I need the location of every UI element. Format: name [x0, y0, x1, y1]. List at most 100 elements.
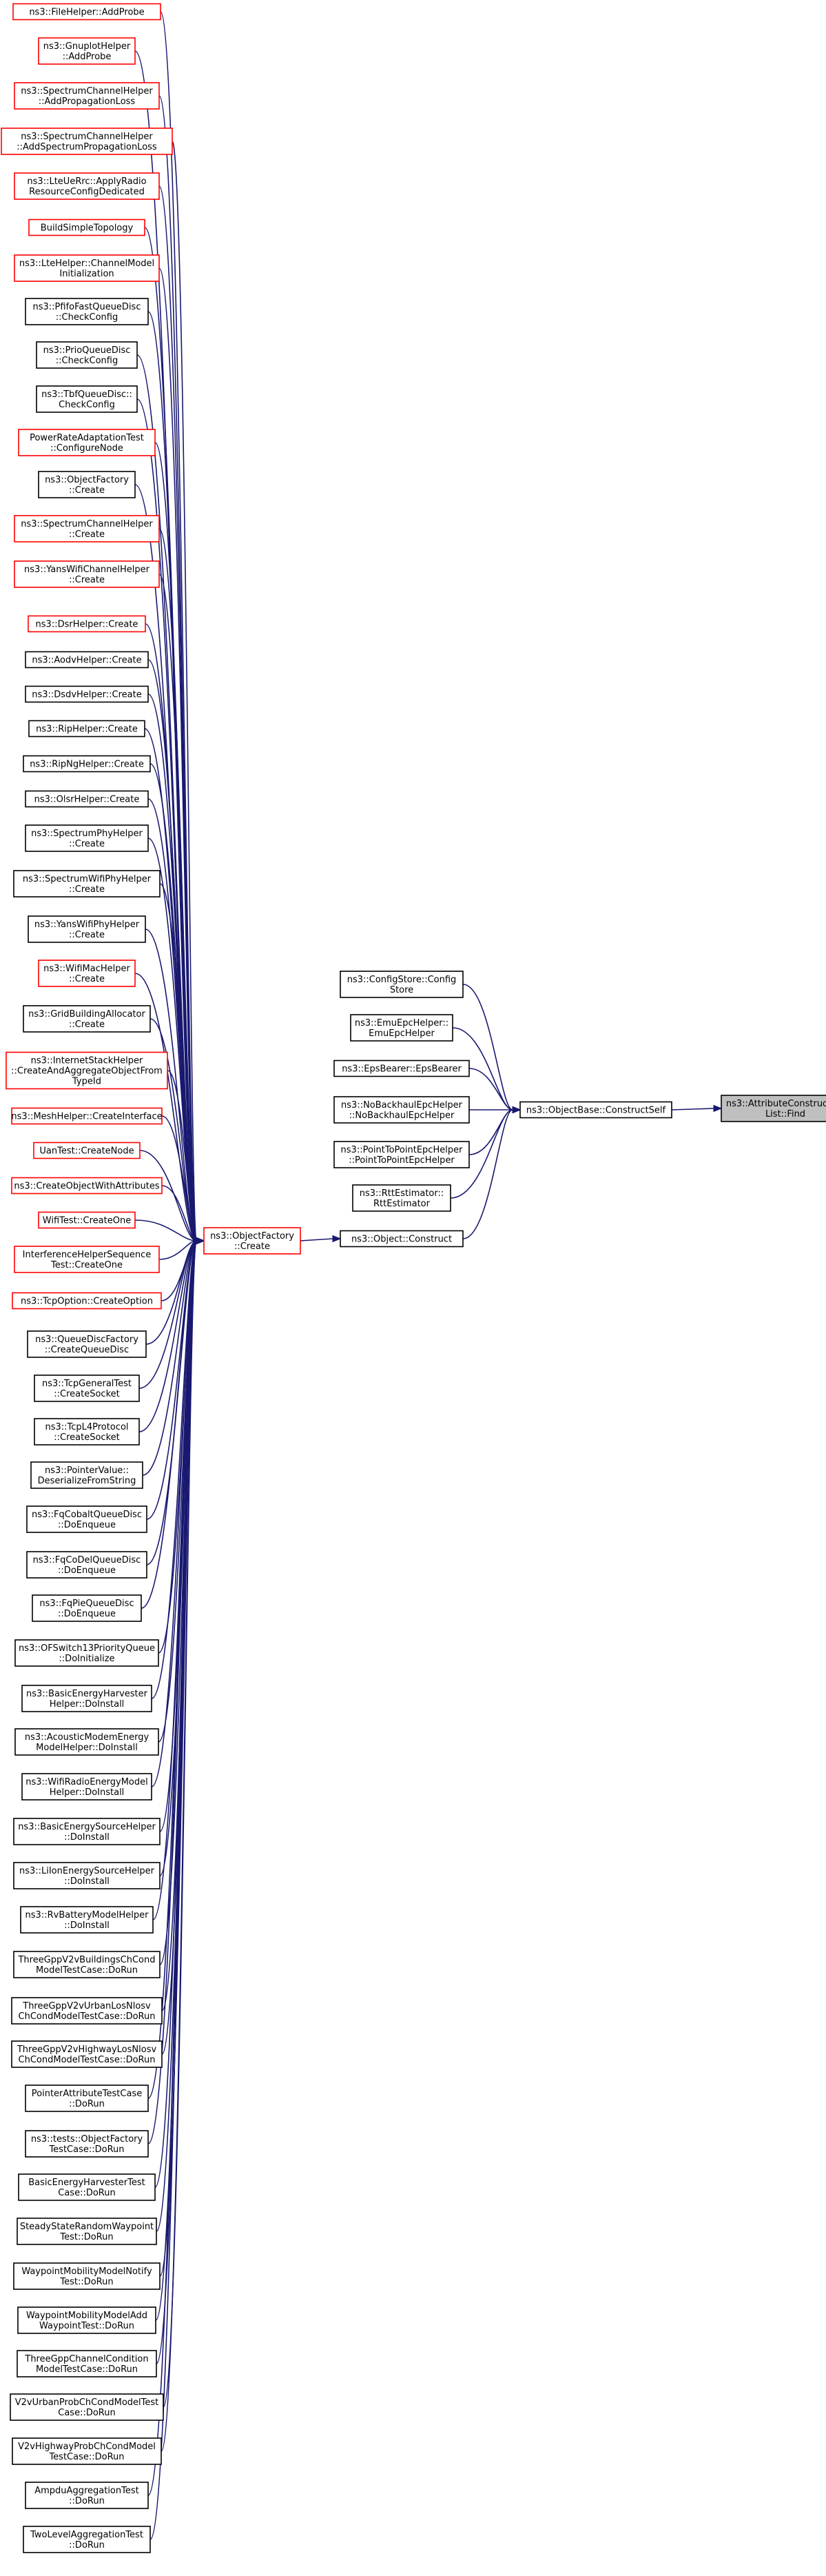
node-box	[17, 2350, 157, 2377]
graph-node-c01[interactable]: ns3::GnuplotHelper::AddProbe	[38, 37, 136, 65]
edge-line	[158, 267, 197, 1241]
node-label: ns3::ObjectFactory	[45, 475, 129, 485]
arrowhead	[196, 1237, 205, 1245]
graph-node-c09[interactable]: ns3::TbfQueueDisc::CheckConfig	[36, 385, 138, 413]
graph-node-c22[interactable]: ns3::YansWifiPhyHelper::Create	[28, 915, 146, 943]
graph-node-c04[interactable]: ns3::LteUeRrc::ApplyRadioResourceConfigD…	[14, 172, 160, 200]
graph-node-c33[interactable]: ns3::TcpGeneralTest::CreateSocket	[34, 1375, 140, 1402]
graph-node-c42[interactable]: ns3::WifiRadioEnergyModelHelper::DoInsta…	[21, 1773, 152, 1801]
node-label: ns3::PointerValue::	[45, 1466, 129, 1476]
node-box	[13, 1818, 161, 1845]
node-label: ns3::OFSwitch13PriorityQueue	[19, 1643, 155, 1654]
graph-node-c45[interactable]: ns3::RvBatteryModelHelper::DoInstall	[20, 1906, 154, 1934]
graph-node-c29[interactable]: WifiTest::CreateOne	[38, 1211, 136, 1229]
graph-node-c25[interactable]: ns3::InternetStackHelper::CreateAndAggre…	[6, 1051, 168, 1090]
graph-node-c30[interactable]: InterferenceHelperSequenceTest::CreateOn…	[14, 1246, 160, 1273]
node-label: BuildSimpleTopology	[41, 223, 134, 234]
node-label: SteadyStateRandomWaypoint	[20, 2222, 154, 2232]
graph-node-c13[interactable]: ns3::YansWifiChannelHelper::Create	[14, 560, 160, 588]
graph-node-p2pepc[interactable]: ns3::PointToPointEpcHelper::PointToPoint…	[333, 1141, 470, 1168]
graph-node-c37[interactable]: ns3::FqCoDelQueueDisc::DoEnqueue	[26, 1551, 147, 1579]
graph-node-c32[interactable]: ns3::QueueDiscFactory::CreateQueueDisc	[27, 1330, 147, 1358]
graph-node-c26[interactable]: ns3::MeshHelper::CreateInterface	[11, 1107, 163, 1125]
graph-node-nobackhaul[interactable]: ns3::NoBackhaulEpcHelper::NoBackhaulEpcH…	[333, 1096, 470, 1124]
graph-node-c36[interactable]: ns3::FqCobaltQueueDisc::DoEnqueue	[26, 1505, 147, 1533]
node-label: ns3::QueueDiscFactory	[35, 1335, 138, 1345]
graph-node-rttest[interactable]: ns3::RttEstimator::RttEstimator	[352, 1184, 451, 1212]
graph-node-c41[interactable]: ns3::AcousticModemEnergyModelHelper::DoI…	[14, 1728, 159, 1756]
graph-node-c59[interactable]: TwoLevelAggregationTest::DoRun	[23, 2526, 151, 2553]
node-label: TypeId	[72, 1077, 101, 1087]
graph-node-emuepc[interactable]: ns3::EmuEpcHelper::EmuEpcHelper	[350, 1014, 453, 1042]
graph-node-c39[interactable]: ns3::OFSwitch13PriorityQueue::DoInitiali…	[14, 1639, 159, 1667]
graph-node-c49[interactable]: PointerAttributeTestCase::DoRun	[25, 2085, 149, 2112]
node-label: ns3::RttEstimator::	[360, 1188, 444, 1199]
graph-node-ofcreate[interactable]: ns3::ObjectFactory::Create	[203, 1227, 301, 1255]
graph-node-c17[interactable]: ns3::RipHelper::Create	[28, 720, 145, 738]
graph-node-c54[interactable]: WaypointMobilityModelAddWaypointTest::Do…	[17, 2306, 156, 2334]
graph-node-c19[interactable]: ns3::OlsrHelper::Create	[25, 790, 149, 808]
node-box	[350, 1014, 453, 1042]
graph-node-epsbearer[interactable]: ns3::EpsBearer::EpsBearer	[333, 1059, 470, 1077]
node-label: ::DoRun	[69, 2496, 105, 2506]
graph-node-c35[interactable]: ns3::PointerValue::DeserializeFromString	[30, 1461, 143, 1489]
node-label: ::DoRun	[69, 2540, 105, 2550]
edge-line	[147, 1240, 197, 2144]
node-box	[13, 1862, 161, 1889]
graph-node-c20[interactable]: ns3::SpectrumPhyHelper::Create	[25, 824, 149, 852]
graph-node-c07[interactable]: ns3::PfifoFastQueueDisc::CheckConfig	[25, 298, 149, 325]
edge-line	[161, 1185, 197, 1241]
node-label: ::Create	[69, 839, 105, 849]
edge-line	[161, 1115, 197, 1241]
graph-node-c02[interactable]: ns3::SpectrumChannelHelper::AddPropagati…	[14, 82, 160, 110]
graph-node-c44[interactable]: ns3::LiIonEnergySourceHelper::DoInstall	[13, 1862, 161, 1889]
graph-node-find[interactable]: ns3::AttributeConstructionList::Find	[721, 1095, 826, 1122]
graph-node-c55[interactable]: ThreeGppChannelConditionModelTestCase::D…	[17, 2350, 157, 2377]
graph-node-c16[interactable]: ns3::DsdvHelper::Create	[25, 685, 149, 703]
graph-node-c15[interactable]: ns3::AodvHelper::Create	[25, 651, 149, 669]
graph-node-c40[interactable]: ns3::BasicEnergyHarvesterHelper::DoInsta…	[21, 1685, 152, 1712]
node-label: AmpduAggregationTest	[34, 2486, 138, 2496]
graph-node-c23[interactable]: ns3::WifiMacHelper::Create	[38, 960, 136, 987]
graph-node-c28[interactable]: ns3::CreateObjectWithAttributes	[11, 1177, 163, 1195]
graph-node-c38[interactable]: ns3::FqPieQueueDisc::DoEnqueue	[32, 1594, 142, 1622]
node-box	[519, 1101, 672, 1119]
edge-c36-to-ofcreate	[146, 1237, 205, 1520]
graph-node-c48[interactable]: ThreeGppV2vHighwayLosNlosvChCondModelTes…	[11, 2040, 163, 2068]
graph-node-configstore[interactable]: ns3::ConfigStore::ConfigStore	[340, 971, 464, 998]
graph-node-c06[interactable]: ns3::LteHelper::ChannelModelInitializati…	[14, 254, 160, 282]
graph-node-c24[interactable]: ns3::GridBuildingAllocator::Create	[23, 1005, 151, 1033]
graph-node-c31[interactable]: ns3::TcpOption::CreateOption	[12, 1292, 162, 1310]
graph-node-c05[interactable]: BuildSimpleTopology	[28, 219, 145, 236]
node-label: ns3::LiIonEnergySourceHelper	[19, 1866, 155, 1876]
graph-node-c00[interactable]: ns3::FileHelper::AddProbe	[12, 3, 161, 21]
node-label: ::DoEnqueue	[58, 1609, 116, 1619]
graph-node-c12[interactable]: ns3::SpectrumChannelHelper::Create	[14, 515, 160, 542]
graph-node-c58[interactable]: AmpduAggregationTest::DoRun	[25, 2482, 149, 2509]
graph-node-c03[interactable]: ns3::SpectrumChannelHelper::AddSpectrumP…	[1, 128, 173, 155]
graph-node-c08[interactable]: ns3::PrioQueueDisc::CheckConfig	[36, 341, 138, 369]
node-label: ns3::TbfQueueDisc::	[41, 389, 132, 400]
node-box	[30, 1461, 143, 1489]
graph-node-c27[interactable]: UanTest::CreateNode	[33, 1142, 141, 1159]
graph-node-c47[interactable]: ThreeGppV2vUrbanLosNlosvChCondModelTestC…	[11, 1997, 163, 2025]
graph-node-c21[interactable]: ns3::SpectrumWifiPhyHelper::Create	[13, 870, 161, 897]
graph-node-c43[interactable]: ns3::BasicEnergySourceHelper::DoInstall	[13, 1818, 161, 1845]
graph-node-c11[interactable]: ns3::ObjectFactory::Create	[38, 471, 136, 498]
graph-node-c14[interactable]: ns3::DsrHelper::Create	[28, 615, 146, 633]
edge-line	[134, 1219, 197, 1241]
graph-node-c10[interactable]: PowerRateAdaptationTest::ConfigureNode	[18, 429, 156, 456]
graph-node-c18[interactable]: ns3::RipNgHelper::Create	[23, 755, 151, 773]
node-label: V2vUrbanProbChCondModelTest	[15, 2397, 159, 2408]
graph-node-constructself[interactable]: ns3::ObjectBase::ConstructSelf	[519, 1101, 672, 1119]
edge-c05-to-ofcreate	[144, 227, 205, 1245]
graph-node-c34[interactable]: ns3::TcpL4Protocol::CreateSocket	[34, 1418, 140, 1446]
graph-node-c46[interactable]: ThreeGppV2vBuildingsChCondModelTestCase:…	[13, 1951, 161, 1978]
graph-node-objconstruct[interactable]: ns3::Object::Construct	[340, 1230, 464, 1248]
